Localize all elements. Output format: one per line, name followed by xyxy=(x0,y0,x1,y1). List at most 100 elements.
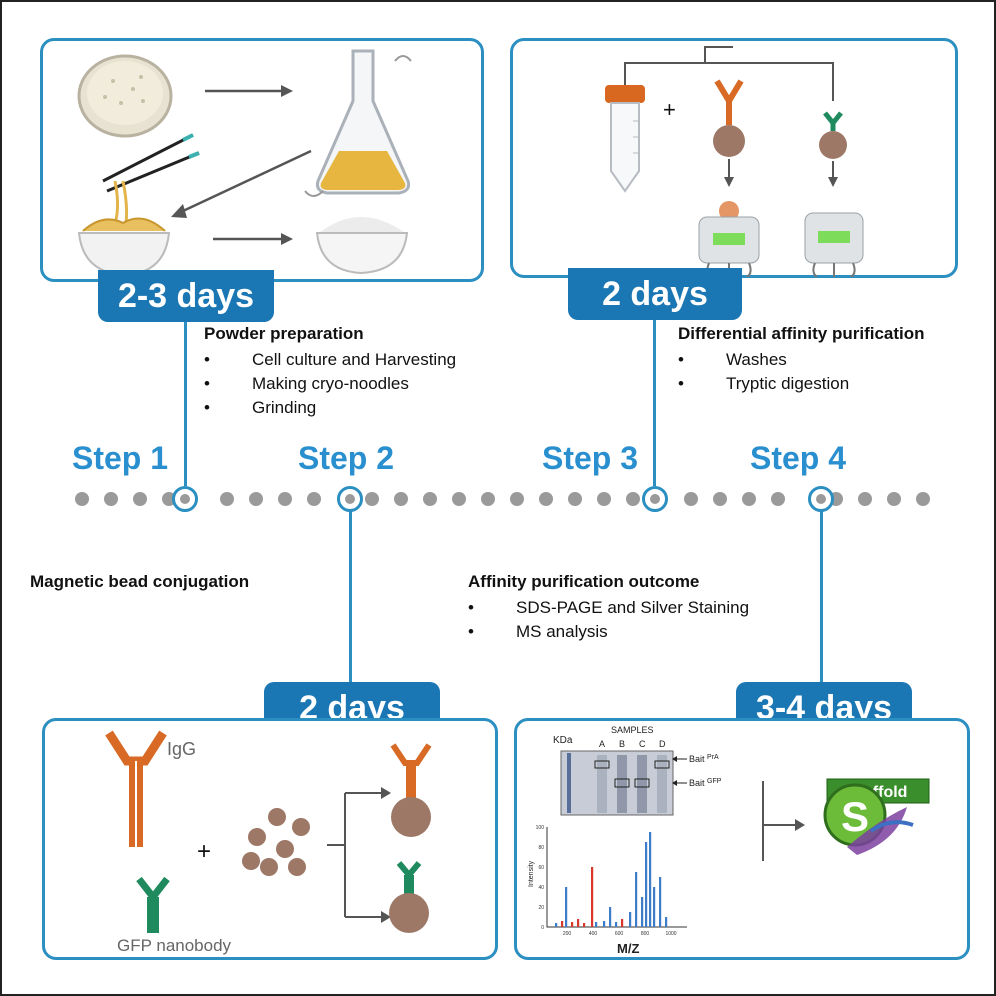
spectrum-peak xyxy=(621,919,624,927)
gfp-nanobody-icon xyxy=(136,876,170,933)
affinity-illustration: + xyxy=(605,46,864,278)
timeline-dot xyxy=(278,492,292,506)
spectrum-xtick: 1000 xyxy=(665,931,676,937)
spectrum-peak xyxy=(577,919,580,927)
igg-antibody-icon xyxy=(105,730,167,847)
spectrum-ytick: 20 xyxy=(538,905,544,911)
powder-item: •Cell culture and Harvesting xyxy=(204,350,457,369)
timeline-dot xyxy=(423,492,437,506)
kda-label: KDa xyxy=(553,735,573,746)
spectrum-peak xyxy=(603,921,606,927)
plus-sign: + xyxy=(663,97,676,122)
outcome-panel: KDa SAMPLES A B C D Bait PrA Bait GFP xyxy=(514,718,970,960)
step2-label: Step 2 xyxy=(298,440,395,476)
timeline-dot xyxy=(365,492,379,506)
spectrum-peak xyxy=(583,923,586,927)
affinity-panel: + xyxy=(510,38,958,278)
gel-image xyxy=(560,750,674,816)
spectrum-ytick: 100 xyxy=(536,825,545,831)
outcome-item: •MS analysis xyxy=(468,622,608,641)
timeline-dot xyxy=(771,492,785,506)
spectrum-peak xyxy=(609,907,612,927)
affinity-description: Differential affinity purification •Wash… xyxy=(678,324,988,396)
affinity-item: •Washes xyxy=(678,350,787,369)
timeline-dot xyxy=(249,492,263,506)
lane-label: A xyxy=(599,739,605,749)
noodle-bowl-icon xyxy=(77,180,171,277)
beads-icon xyxy=(242,808,310,876)
spectrum-peak xyxy=(561,921,564,927)
petri-dish-icon xyxy=(77,54,173,138)
spectrum-peak xyxy=(665,917,668,927)
outcome-title: Affinity purification outcome xyxy=(468,572,700,591)
spectrum-xtick: 600 xyxy=(615,931,624,937)
timeline-step-marker-4 xyxy=(808,486,834,512)
timeline-dot xyxy=(452,492,466,506)
spectrum-peak xyxy=(571,922,574,927)
conjugation-illustration: IgG + GFP nanobody xyxy=(105,730,432,955)
spectrum-peak xyxy=(649,832,652,927)
powder-duration-tab: 2-3 days xyxy=(98,270,274,322)
connector-step1 xyxy=(184,322,187,486)
powder-item: •Making cryo-noodles xyxy=(204,374,409,393)
timeline-dot xyxy=(75,492,89,506)
timeline-dot xyxy=(220,492,234,506)
spectrum-axis xyxy=(546,827,687,928)
connector-step3 xyxy=(653,320,656,486)
lane-label: D xyxy=(659,739,666,749)
igg-label: IgG xyxy=(167,739,196,759)
spectrum-peak xyxy=(659,877,662,927)
timeline-dot xyxy=(626,492,640,506)
spectrum-peak xyxy=(595,922,598,927)
powder-duration-text: 2-3 days xyxy=(117,277,255,315)
spectrum-peak xyxy=(565,887,568,927)
spectrum-xlabel: M/Z xyxy=(617,941,639,956)
timeline-dot xyxy=(916,492,930,506)
outcome-description: Affinity purification outcome •SDS-PAGE … xyxy=(468,572,828,644)
conjugation-description: Magnetic bead conjugation xyxy=(30,572,249,596)
step1-label: Step 1 xyxy=(72,440,169,476)
scaffold-logo-icon: caffold S xyxy=(823,778,930,855)
timeline-dot xyxy=(887,492,901,506)
spectrum-peak xyxy=(591,867,594,927)
spectrum-peak xyxy=(615,922,618,927)
complex-left-icon xyxy=(698,201,760,278)
bait-pra-label: Bait PrA xyxy=(689,754,719,764)
lane-label: C xyxy=(639,739,646,749)
timeline-dot xyxy=(597,492,611,506)
nanobody-bead-icon xyxy=(819,111,847,159)
spectrum-peak xyxy=(555,923,558,927)
timeline-dot xyxy=(104,492,118,506)
timeline-dot xyxy=(858,492,872,506)
spectrum-xtick: 200 xyxy=(563,931,572,937)
spectrum-peak xyxy=(635,872,638,927)
lane-label: B xyxy=(619,739,625,749)
spectrum-peak xyxy=(629,912,632,927)
timeline-dot xyxy=(133,492,147,506)
scaffold-logo-letter: S xyxy=(841,793,869,840)
timeline-dot xyxy=(481,492,495,506)
spectrum-xtick: 800 xyxy=(641,931,650,937)
outcome-item: •SDS-PAGE and Silver Staining xyxy=(468,598,750,617)
powder-illustration xyxy=(77,49,412,277)
timeline-dot xyxy=(713,492,727,506)
tube-icon xyxy=(605,85,645,193)
powder-item: •Grinding xyxy=(204,398,317,417)
spectrum-peak xyxy=(653,887,656,927)
affinity-item: •Tryptic digestion xyxy=(678,374,850,393)
spectrum-ytick: 0 xyxy=(541,925,544,931)
spectrum-ytick: 60 xyxy=(538,865,544,871)
timeline-dot xyxy=(510,492,524,506)
timeline-dot xyxy=(568,492,582,506)
spectrum-xtick: 400 xyxy=(589,931,598,937)
spectrum-peak xyxy=(641,897,644,927)
affinity-title: Differential affinity purification xyxy=(678,324,925,343)
timeline-dot xyxy=(742,492,756,506)
timeline-dot xyxy=(684,492,698,506)
powder-panel xyxy=(40,38,484,282)
timeline-step-marker-2 xyxy=(337,486,363,512)
igg-bead-icon xyxy=(713,79,745,157)
conjugation-panel: IgG + GFP nanobody xyxy=(42,718,498,960)
connector-step4 xyxy=(820,510,823,688)
